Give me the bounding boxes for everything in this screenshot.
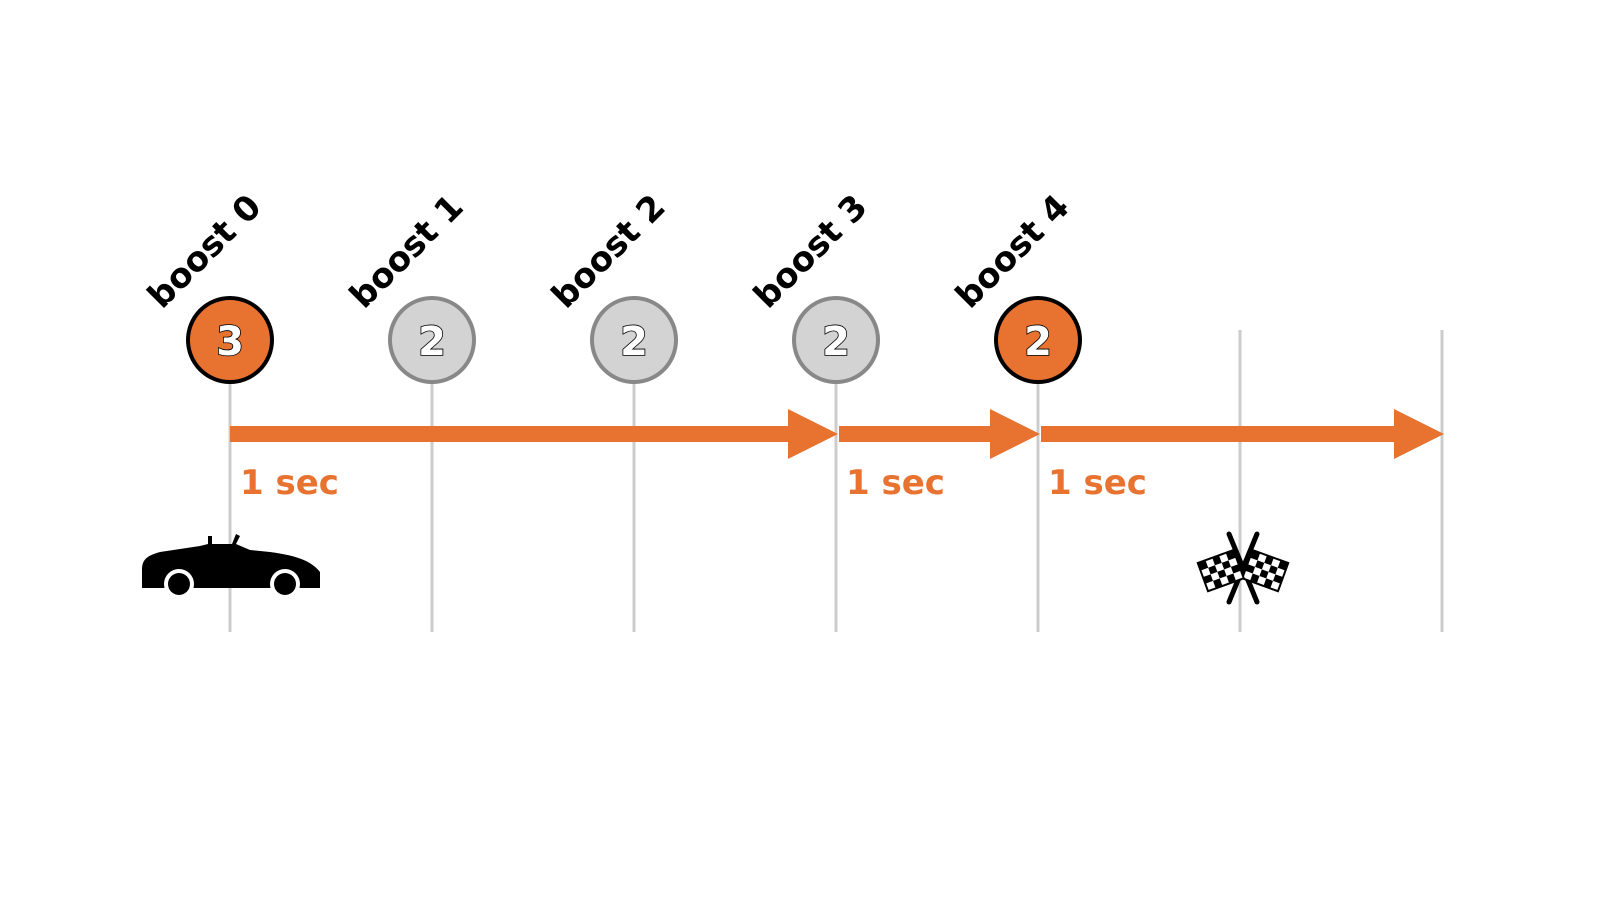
- flag-check: [1252, 566, 1262, 576]
- flag-check: [1228, 557, 1238, 567]
- car-icon: [142, 534, 320, 599]
- duration-arrow-head: [1394, 409, 1444, 459]
- duration-arrow-head: [788, 409, 838, 459]
- flag-check: [1206, 580, 1216, 590]
- boost-marker-circle: [186, 296, 274, 384]
- duration-label: 1 sec: [240, 463, 339, 503]
- boost-marker-circle: [792, 296, 880, 384]
- boost-label: boost 0: [140, 187, 269, 316]
- flag-check: [1275, 567, 1285, 577]
- flag-check: [1201, 567, 1211, 577]
- duration-arrow-shaft: [1041, 426, 1396, 442]
- boost-label: boost 1: [342, 187, 471, 316]
- duration-arrow-head: [990, 409, 1040, 459]
- flag-check: [1233, 571, 1243, 581]
- flag-check: [1271, 558, 1281, 568]
- flag-check: [1243, 571, 1253, 581]
- flag-check: [1224, 566, 1234, 576]
- flag-check: [1261, 562, 1272, 572]
- car-wheel: [168, 573, 190, 595]
- checkered-flag: [1240, 548, 1290, 593]
- checkered-flags-icon: [1196, 531, 1290, 605]
- boost-count: 2: [822, 319, 850, 365]
- boost-label: boost 3: [746, 187, 875, 316]
- flag-pole: [1226, 531, 1260, 605]
- car-wheel: [274, 573, 296, 595]
- boost-count: 2: [418, 319, 446, 365]
- flag-check: [1257, 553, 1267, 563]
- boost-marker-circle: [590, 296, 678, 384]
- boost-label: boost 2: [544, 187, 673, 316]
- flag-check: [1210, 571, 1220, 581]
- duration-arrow-shaft: [839, 426, 992, 442]
- flag-check: [1266, 571, 1276, 581]
- flag-check: [1270, 580, 1280, 590]
- duration-label: 1 sec: [1048, 463, 1147, 503]
- flag-check: [1219, 553, 1229, 563]
- flag-check: [1205, 558, 1215, 568]
- flag-check: [1248, 557, 1258, 567]
- boost-count: 3: [216, 319, 244, 365]
- boost-marker-circle: [388, 296, 476, 384]
- boost-count: 2: [620, 319, 648, 365]
- duration-label: 1 sec: [846, 463, 945, 503]
- flag-check: [1214, 562, 1225, 572]
- flag-check: [1257, 575, 1267, 586]
- duration-arrow-shaft: [230, 426, 790, 442]
- checkered-flag: [1196, 548, 1246, 593]
- boost-marker-circle: [994, 296, 1082, 384]
- boost-count: 2: [1024, 319, 1052, 365]
- flag-check: [1219, 575, 1229, 586]
- boost-label: boost 4: [948, 187, 1077, 316]
